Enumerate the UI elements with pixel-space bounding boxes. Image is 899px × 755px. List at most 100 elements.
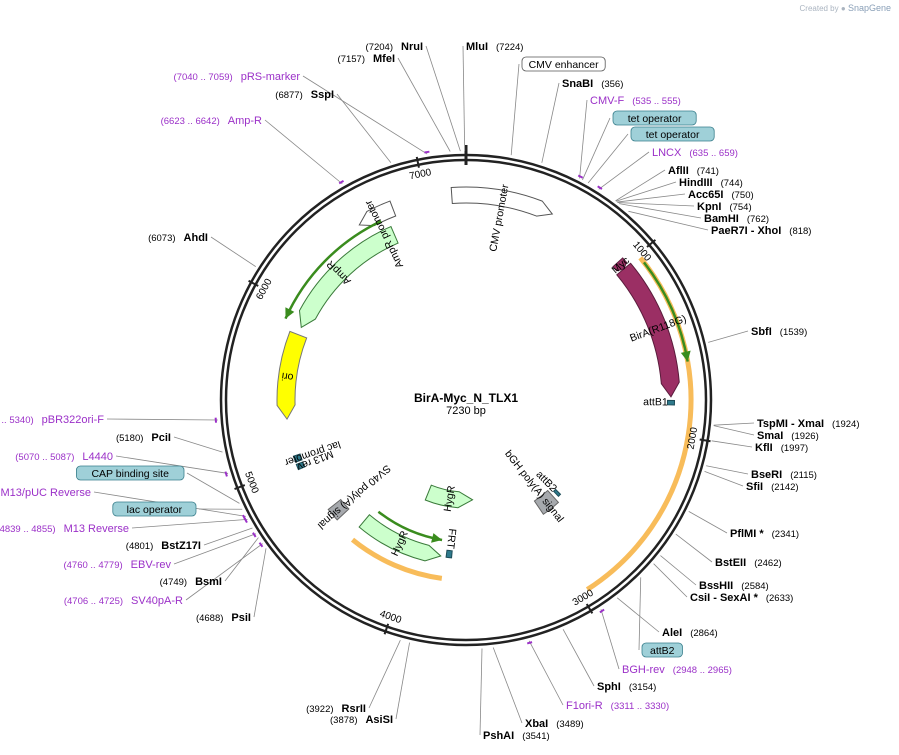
primer-prs-marker-name: pRS-marker [241,71,301,83]
primer-lncx-leader [598,151,650,190]
site-asisi-leader [395,642,410,720]
site-kfli-leader [711,440,753,448]
primer-prs-marker-mark [424,150,430,154]
site-nrui-name: NruI [401,41,423,53]
site-asisi-position: (3878) [330,715,357,726]
snapgene-logo-icon: ● [840,4,846,13]
primer-ebv-rev-mark [252,532,257,538]
site-smai-label: SmaI(1926) [757,430,819,442]
primer-cmv-f-leader [579,99,588,179]
site-bsshii-leader [660,555,697,586]
site-aflii-name: AflII [668,165,689,177]
primer-ebv-rev-name: EBV-rev [131,559,172,571]
site-paer7i-xhoi-label: PaeR7I - XhoI(818) [711,225,811,237]
site-paer7i-xhoi-position: (818) [789,226,811,237]
site-csii-sexai-name: CsiI - SexAI * [690,592,759,604]
site-bsteii-label: BstEII(2462) [715,557,782,569]
site-smai-leader [713,425,755,436]
site-sspi-name: SspI [311,89,334,101]
site-sphi-position: (3154) [629,682,656,693]
site-tspmi-xmai-name: TspMI - XmaI [757,418,824,430]
site-asisi-name: AsiSI [365,714,393,726]
site-snabi-leader [541,82,560,163]
pill-cap-binding-site-4-label: CAP binding site [91,468,169,480]
site-pcii-position: (5180) [116,433,143,444]
pill-tet-operator-2-label: tet operator [628,113,682,125]
site-bseri-leader [706,465,749,475]
primer-sv40pa-r-mark [258,542,264,548]
site-pflmi-label: PflMI *(2341) [730,528,799,540]
site-bsteii-name: BstEII [715,557,746,569]
site-sphi-name: SphI [597,681,621,693]
site-mfei-label: (7157)MfeI [338,53,395,65]
feature-frt [445,549,453,559]
tick-6000 [248,279,259,287]
site-kfli-name: KflI [755,442,773,454]
site-pshai-position: (3541) [522,731,549,742]
translation-arrowhead-2 [431,533,443,543]
site-sfii-leader [704,470,744,487]
feature-bira [616,262,680,398]
primer-lncx-position: (635 .. 659) [689,148,738,159]
pill-tet-operator-2-leader [582,117,611,181]
site-bseri-label: BseRI(2115) [751,469,817,481]
primer-lncx-name: LNCX [652,147,682,159]
translation-arrows-layer [284,220,691,543]
primer-m13-reverse-leader [131,519,248,529]
primer-l4440-mark [224,471,228,477]
orf-band-2 [350,537,443,581]
site-bstz17i-position: (4801) [126,541,153,552]
site-nrui-position: (7204) [366,42,393,53]
site-snabi-name: SnaBI [562,78,593,90]
primer-l4440-name: L4440 [82,451,113,463]
site-bsteii-leader [675,533,713,563]
site-pflmi-leader [688,511,728,534]
site-xbai-leader [492,647,523,724]
pill-attb2-6-label: attB2 [650,645,675,657]
feature-layer [276,186,680,562]
feature-frt-label: FRT [444,528,458,550]
site-pflmi-name: PflMI * [730,528,764,540]
primer-pbr322ori-f-name: pBR322ori-F [42,414,105,426]
site-csii-sexai-label: CsiI - SexAI *(2633) [690,592,793,604]
site-hindiii-label: HindIII(744) [679,177,743,189]
site-kpni-name: KpnI [697,201,721,213]
translation-arrowhead-3 [285,307,295,319]
feature-sv40-polya [327,498,350,521]
tick-5000 [234,484,246,490]
site-pshai-leader [479,648,483,736]
site-aflii-position: (741) [697,166,719,177]
site-bsmi-name: BsmI [195,576,222,588]
site-nrui-label: (7204) NruI [366,41,423,53]
pill-lac-operator-5-label: lac operator [127,504,183,516]
site-bstz17i-leader [203,527,253,546]
site-bseri-name: BseRI [751,469,782,481]
site-pcii-leader [173,436,223,453]
site-paer7i-xhoi-leader [628,210,709,231]
site-acc65i-name: Acc65I [688,189,723,201]
primer-bgh-rev-name: BGH-rev [622,664,665,676]
primer-lncx-mark [597,185,603,190]
site-alei-label: AleI(2864) [662,627,718,639]
primer-prs-marker-position: (7040 .. 7059) [174,72,233,83]
primer-amp-r-position: (6623 .. 6642) [161,116,220,127]
translation-arrow-1 [642,261,689,362]
pill-cmv-enhancer-1-leader [510,63,520,156]
primer-f1ori-r-label: F1ori-R(3311 .. 3330) [566,700,669,712]
primer-ebv-rev-leader [173,533,257,565]
site-asisi-label: (3878) AsiSI [330,714,393,726]
feature-m13-rev [295,461,306,471]
feature-hygr-inner [424,484,474,509]
site-rsrii-leader [368,640,401,709]
pill-attb2-6-leader [638,577,642,651]
plasmid-name: BirA-Myc_N_TLX1 [414,391,518,405]
primer-m13-reverse-position: (4839 .. 4855) [0,524,56,535]
site-xbai-label: XbaI(3489) [525,718,584,730]
primer-l4440-leader [115,455,229,474]
primer-bgh-rev-mark [599,608,605,614]
tick-4000 [383,623,390,635]
site-acc65i-leader [616,193,686,203]
site-xbai-position: (3489) [556,719,583,730]
site-mlui-position: (7224) [496,42,523,53]
primer-cmv-f-name: CMV-F [590,95,625,107]
